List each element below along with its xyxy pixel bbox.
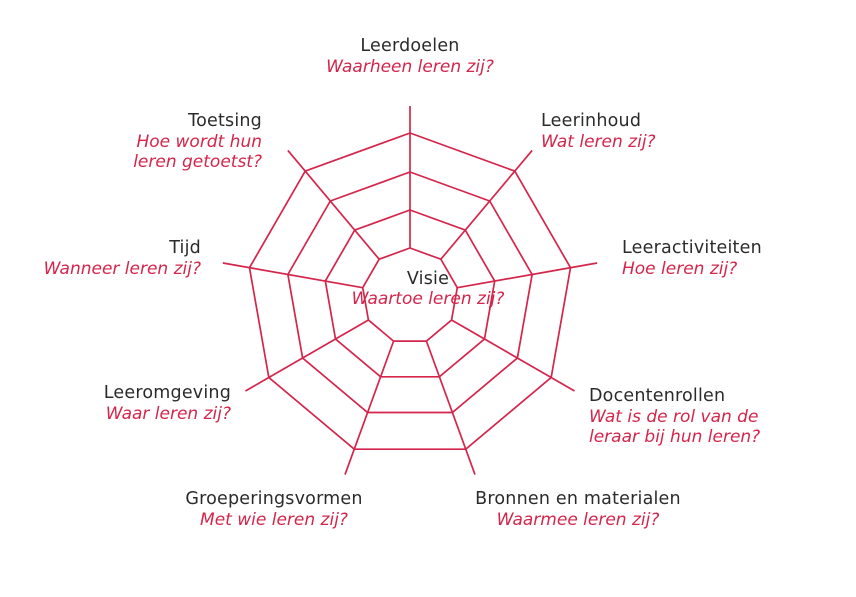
web-spoke-leeromgeving: [245, 319, 369, 392]
center-label: Visie Waartoe leren zij?: [0, 269, 856, 309]
web-ring-2: [324, 209, 496, 378]
web-spokes: [222, 106, 598, 475]
spoke-title-leeractiviteiten: Leeractiviteiten: [622, 238, 762, 258]
web-spoke-toetsing: [287, 149, 380, 260]
web-spoke-tijd: [222, 262, 363, 289]
spoke-question-leeractiviteiten: Hoe leren zij?: [622, 258, 738, 279]
web-rings: [248, 132, 572, 451]
spoke-title-toetsing: Toetsing: [188, 111, 262, 131]
web-ring-1: [361, 247, 459, 342]
spoke-question-toetsing: Hoe wordt hun leren getoetst?: [133, 131, 262, 172]
spoke-question-tijd: Wanneer leren zij?: [43, 258, 201, 279]
spoke-question-bronnen-en-materialen: Waarmee leren zij?: [496, 509, 660, 530]
spoke-question-leerdoelen: Waarheen leren zij?: [326, 56, 494, 77]
spoke-question-docentenrollen: Wat is de rol van de leraar bij hun lere…: [589, 406, 761, 447]
web-ring-3: [286, 171, 534, 414]
spoke-question-leeromgeving: Waar leren zij?: [105, 403, 231, 424]
spoke-title-docentenrollen: Docentenrollen: [589, 386, 726, 406]
web-spoke-leerinhoud: [440, 149, 533, 260]
spoke-title-leeromgeving: Leeromgeving: [103, 383, 231, 403]
web-spoke-leeractiviteiten: [457, 262, 598, 289]
web-ring-4: [248, 132, 572, 451]
web-spoke-docentenrollen: [451, 319, 575, 392]
spoke-title-leerinhoud: Leerinhoud: [541, 111, 642, 131]
center-label-title: Visie: [406, 269, 450, 289]
spoke-question-groeperingsvormen: Met wie leren zij?: [200, 509, 348, 530]
web-spoke-bronnen-en-materialen: [425, 340, 476, 475]
spoke-title-tijd: Tijd: [169, 238, 201, 258]
web-spoke-groeperingsvormen: [344, 340, 395, 475]
spoke-question-leerinhoud: Wat leren zij?: [541, 131, 656, 152]
spoke-title-bronnen-en-materialen: Bronnen en materialen: [475, 489, 681, 509]
spoke-title-leerdoelen: Leerdoelen: [360, 36, 460, 56]
spoke-title-groeperingsvormen: Groeperingsvormen: [185, 489, 363, 509]
center-label-question: Waartoe leren zij?: [351, 289, 505, 309]
